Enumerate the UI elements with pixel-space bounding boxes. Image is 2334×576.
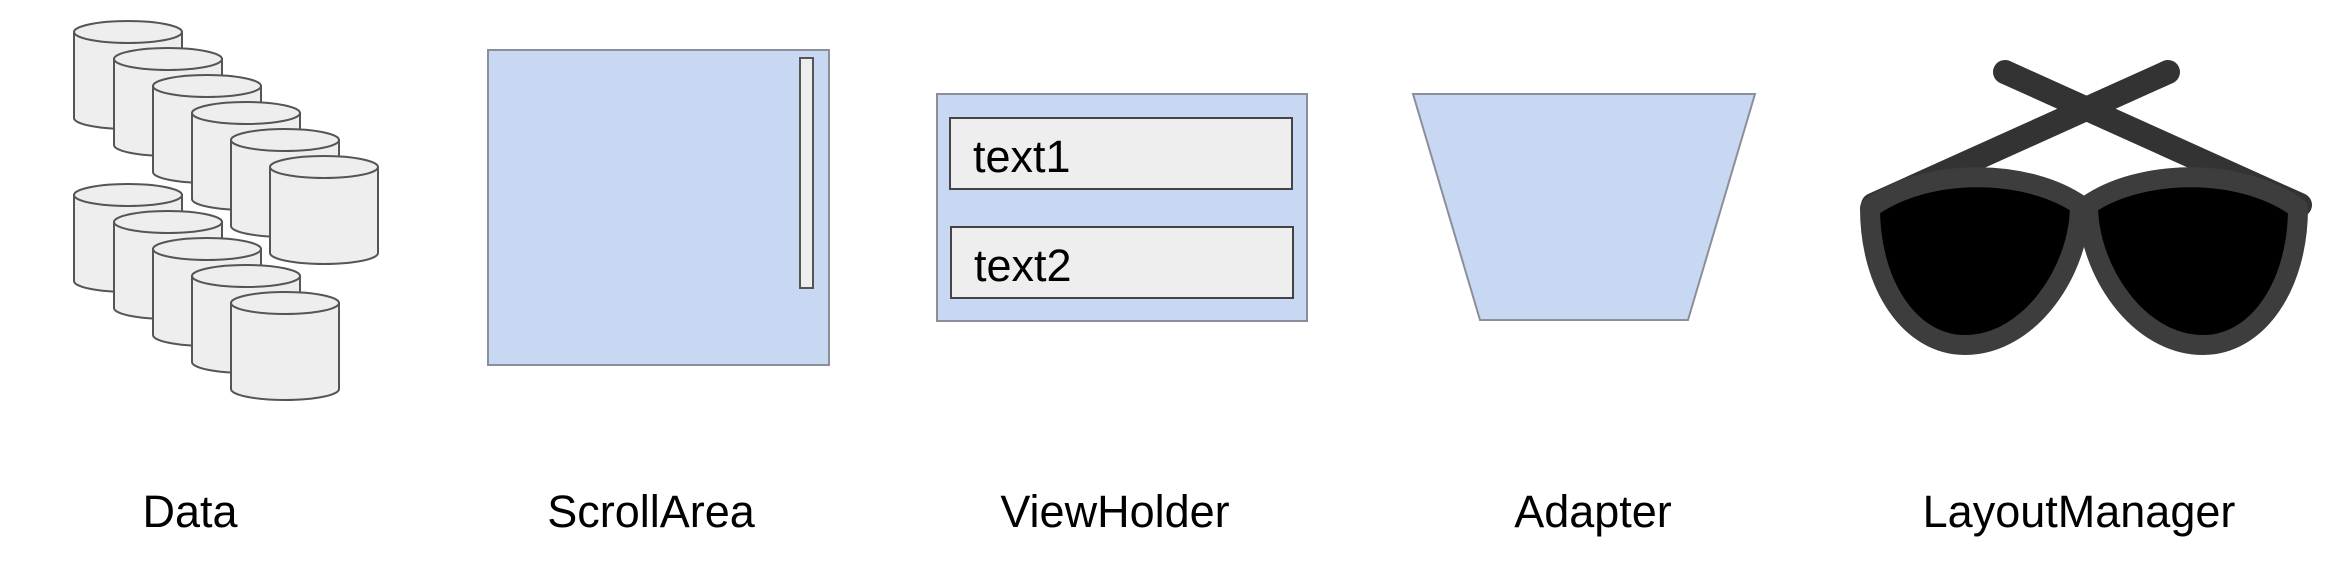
glasses-lens-left xyxy=(1860,167,2090,355)
caption-data: Data xyxy=(142,486,238,537)
cylinder-top xyxy=(73,183,183,207)
cylinder-top xyxy=(230,128,340,152)
view-holder-field-2 xyxy=(950,226,1294,299)
adapter-illustration xyxy=(1411,93,1757,321)
cylinder-top xyxy=(152,237,262,261)
view-holder-field-1 xyxy=(949,117,1293,190)
cylinder-top xyxy=(73,20,183,44)
adapter-trapezoid xyxy=(1411,93,1757,321)
data-cylinders-icon xyxy=(73,20,379,401)
caption-scroll-area: ScrollArea xyxy=(547,486,756,537)
cylinder-top xyxy=(113,210,223,234)
cylinder-body xyxy=(269,166,379,265)
sunglasses-icon xyxy=(1860,60,2312,355)
caption-layout-manager: LayoutManager xyxy=(1923,486,2236,537)
cylinder-top xyxy=(269,155,379,179)
caption-view-holder: ViewHolder xyxy=(1000,486,1229,537)
cylinder-top xyxy=(152,74,262,98)
cylinder-top xyxy=(191,264,301,288)
view-holder-field-1-text: text1 xyxy=(973,131,1071,182)
cylinder-body xyxy=(230,302,340,401)
scroll-area-panel xyxy=(487,49,830,366)
scroll-area-illustration xyxy=(487,49,830,366)
cylinder-top xyxy=(113,47,223,71)
glasses-lens-right xyxy=(2078,167,2308,355)
view-holder-field-2-text: text2 xyxy=(974,240,1072,291)
cylinder-top xyxy=(191,101,301,125)
cylinder-top xyxy=(230,291,340,315)
view-holder-illustration: text1 text2 xyxy=(936,93,1308,322)
caption-adapter: Adapter xyxy=(1514,486,1672,537)
scrollbar-thumb xyxy=(799,57,814,289)
